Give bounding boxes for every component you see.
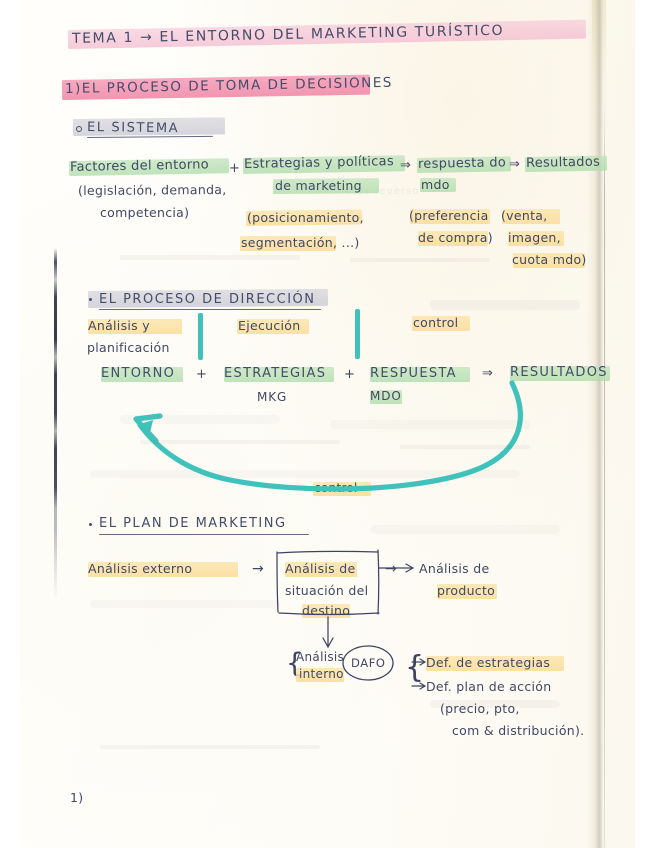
flow-item-2-detail-2-highlight bbox=[418, 231, 488, 246]
plan-arrow-2: → bbox=[385, 561, 398, 577]
plan-output-2: (precio, pto, bbox=[440, 701, 520, 716]
plan-external-highlight bbox=[88, 562, 238, 577]
bleed-through-mark bbox=[430, 300, 580, 310]
phase-1-line-1: Ejecución bbox=[238, 318, 301, 333]
bullet-icon bbox=[89, 298, 92, 301]
bleed-through-mark bbox=[90, 600, 280, 608]
phase-divider-1 bbox=[198, 313, 203, 360]
plan-internal-line-2-highlight bbox=[296, 668, 344, 682]
plan-output-0-highlight bbox=[426, 656, 564, 671]
plan-output-1: Def. plan de acción bbox=[426, 679, 552, 694]
flow-item-1-label2: de marketing bbox=[275, 178, 362, 193]
feedback-label: control bbox=[314, 481, 358, 495]
eq-term-0-highlight bbox=[101, 367, 183, 382]
eq-plus-1: + bbox=[196, 367, 208, 382]
eq-term-2: RESPUESTA bbox=[370, 366, 457, 381]
plan-arrow-1: → bbox=[252, 561, 265, 577]
plan-product-line-2-highlight bbox=[437, 584, 497, 599]
plan-heading-underline bbox=[99, 534, 309, 536]
plan-internal-line-2: interno bbox=[299, 667, 344, 681]
eq-term-3: RESULTADOS bbox=[510, 365, 608, 380]
flow-item-3-detail-3-highlight bbox=[513, 253, 585, 268]
eq-term-2-highlight bbox=[370, 367, 470, 382]
eq-arrow: ⇒ bbox=[482, 366, 494, 381]
eq-plus-2: + bbox=[344, 367, 356, 382]
flow-item-3-detail-1-highlight bbox=[502, 209, 560, 224]
flow-item-2-detail-2: de compra) bbox=[418, 230, 493, 245]
flow-arrow-1: ⇒ bbox=[400, 158, 412, 173]
flow-arrow-2: ⇒ bbox=[509, 157, 521, 172]
eq-term-1-sub: MKG bbox=[257, 390, 288, 404]
flow-item-0-detail-2: competencia) bbox=[100, 205, 190, 220]
eq-term-0: ENTORNO bbox=[101, 366, 176, 381]
eq-term-1-highlight bbox=[224, 367, 334, 382]
phase-0-line-1: Análisis y bbox=[88, 318, 150, 333]
plan-product-line-2: producto bbox=[437, 583, 496, 598]
flow-item-1-detail-2-highlight bbox=[240, 236, 336, 251]
plan-output-0: Def. de estrategias bbox=[426, 655, 551, 670]
phase-0-highlight bbox=[88, 319, 182, 334]
flow-item-1-detail-1: (posicionamiento, bbox=[247, 210, 364, 225]
plan-output-3: com & distribución). bbox=[452, 723, 585, 738]
sistema-heading: EL SISTEMA bbox=[86, 120, 180, 137]
bleed-through-mark bbox=[330, 420, 530, 429]
flow-item-1-label: Estrategias y políticas bbox=[243, 154, 395, 172]
flow-item-2-detail-1: (preferencia bbox=[409, 208, 489, 223]
flow-item-0-label: Factores del entorno bbox=[69, 157, 210, 175]
phase-1-highlight bbox=[237, 319, 309, 334]
plan-external-label: Análisis externo bbox=[88, 561, 193, 576]
plan-boxed-line-1: Análisis de bbox=[285, 561, 356, 576]
bleed-through-mark bbox=[370, 525, 560, 534]
flow-item-2-detail-1-highlight bbox=[410, 209, 490, 224]
bleed-through-mark bbox=[90, 470, 520, 478]
eq-term-2-sub: MDO bbox=[370, 389, 402, 403]
plan-dafo-label: DAFO bbox=[351, 656, 386, 670]
spiral-binding-edge bbox=[54, 248, 57, 600]
eq-term-3-highlight bbox=[510, 366, 610, 381]
plan-boxed-line-2: situación del bbox=[285, 583, 369, 598]
page-number: 1) bbox=[70, 790, 84, 805]
bleed-through-mark bbox=[430, 700, 560, 708]
page-right-edge-line bbox=[604, 104, 605, 848]
flow-item-1-detail-2: segmentación, ...) bbox=[241, 235, 360, 250]
flow-item-0-detail-1: (legislación, demanda, bbox=[77, 181, 227, 198]
plan-outputs-brace: { bbox=[405, 650, 425, 685]
phase-0-line-2: planificación bbox=[87, 340, 170, 355]
plan-heading: EL PLAN DE MARKETING bbox=[99, 516, 287, 531]
plan-boxed-line-3: destino bbox=[302, 603, 351, 618]
plan-boxed-line-1-highlight bbox=[285, 562, 357, 577]
flow-item-3-detail-2: imagen, bbox=[508, 230, 561, 245]
flow-item-2-label2: mdo bbox=[421, 177, 450, 192]
page-right-edge-shadow bbox=[586, 0, 608, 848]
plan-product-line-1: Análisis de bbox=[419, 561, 490, 576]
flow-item-3-detail-2-highlight bbox=[508, 231, 564, 246]
direccion-heading: EL PROCESO DE DIRECCIÓN bbox=[99, 292, 316, 307]
bullet-icon bbox=[76, 126, 82, 132]
bullet-icon bbox=[89, 523, 92, 526]
flow-item-3-detail-1: (venta, bbox=[501, 208, 548, 223]
phase-2-highlight bbox=[412, 316, 470, 331]
plan-internal-line-1: Análisis bbox=[296, 650, 345, 664]
flow-item-3-label: Resultados bbox=[525, 154, 601, 171]
flow-item-2b-highlight bbox=[420, 178, 456, 192]
phase-divider-2 bbox=[355, 309, 360, 359]
direccion-heading-underline bbox=[99, 309, 321, 311]
eq-term-1: ESTRATEGIAS bbox=[224, 366, 327, 381]
bleed-through-mark bbox=[120, 415, 280, 424]
flow-item-3-detail-3: cuota mdo) bbox=[512, 252, 587, 267]
phase-2-line-1: control bbox=[413, 315, 459, 330]
flow-item-2-label: respuesta do bbox=[417, 155, 507, 172]
flow-plus-1: + bbox=[229, 161, 241, 176]
